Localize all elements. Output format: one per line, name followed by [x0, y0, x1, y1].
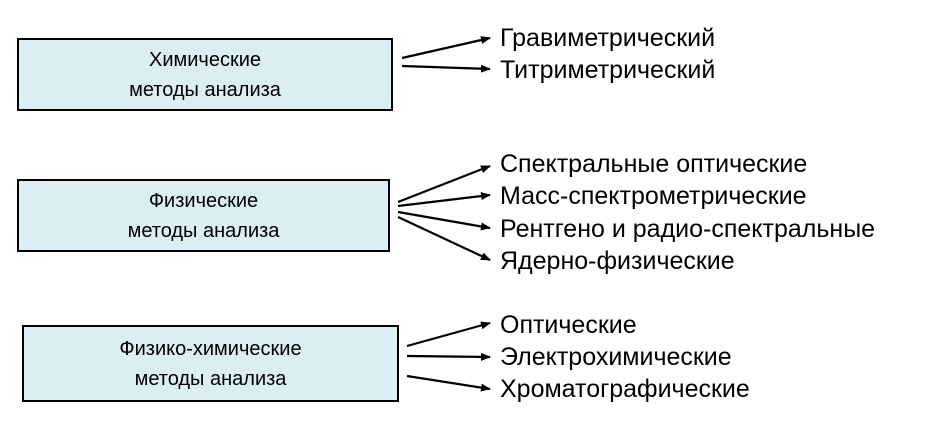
method-chromatographic: Хроматографические — [500, 375, 750, 403]
method-gravimetric: Гравиметрический — [500, 24, 716, 52]
arrow-physchem-electro — [406, 352, 491, 361]
chemical-methods-box: Химические методы анализа — [17, 38, 393, 111]
arrow-physchem-optical — [406, 321, 491, 348]
physical-methods-title-line2: методы анализа — [127, 219, 280, 242]
arrow-phys-xray — [397, 210, 491, 231]
arrow-phys-spectral — [397, 164, 491, 204]
physicochemical-methods-title-line1: Физико-химические — [119, 337, 302, 360]
arrow-phys-nuclear — [397, 216, 491, 261]
physicochemical-methods-box: Физико-химические методы анализа — [22, 325, 399, 402]
method-xray-radio-spectral: Рентгено и радио-спектральные — [500, 215, 876, 243]
chemical-methods-title-line2: методы анализа — [129, 78, 281, 101]
arrow-phys-mass — [397, 192, 491, 208]
method-nuclear-physical: Ядерно-физические — [500, 247, 735, 275]
method-titrimetric: Титриметрический — [500, 56, 716, 84]
physical-methods-box: Физические методы анализа — [17, 179, 390, 252]
arrow-physchem-chromato — [406, 374, 491, 392]
method-electrochemical: Электрохимические — [500, 343, 732, 371]
chemical-methods-title-line1: Химические — [148, 48, 262, 71]
physical-methods-title-line1: Физические — [148, 189, 259, 212]
physicochemical-methods-title-line2: методы анализа — [134, 367, 287, 390]
method-optical: Оптические — [500, 311, 637, 339]
arrow-chem-titrimetric — [401, 64, 491, 73]
arrow-chem-gravimetric — [401, 36, 491, 60]
method-spectral-optical: Спектральные оптические — [500, 150, 808, 178]
method-mass-spectrometric: Масс-спектрометрические — [500, 182, 807, 210]
